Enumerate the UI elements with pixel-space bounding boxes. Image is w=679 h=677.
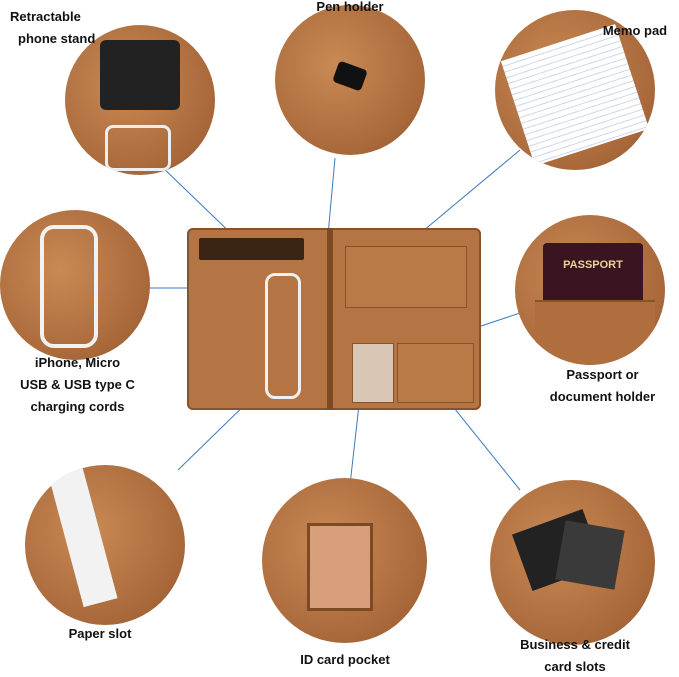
passport-holder-image: PASSPORT — [515, 215, 665, 365]
label-line: USB & USB type C — [20, 377, 135, 392]
label-line: phone stand — [18, 31, 96, 46]
label-paper-slot: Paper slot — [68, 626, 132, 641]
label-phone-stand: Retractable phone stand — [10, 6, 110, 50]
label-passport-holder: Passport or document holder — [530, 364, 675, 408]
paper-slot-image — [25, 465, 185, 625]
memo-pad-image — [495, 10, 655, 170]
pen-holder-image — [275, 5, 425, 155]
label-line: charging cords — [30, 399, 125, 414]
padfolio-image — [187, 228, 481, 410]
phone-stand-image — [65, 25, 215, 175]
label-line: document holder — [549, 389, 656, 404]
id-card-pocket-image — [262, 478, 427, 643]
passport-text: PASSPORT — [563, 259, 623, 271]
label-memo-pad: Memo pad — [602, 23, 668, 38]
label-line: card slots — [544, 659, 606, 674]
label-line: iPhone, Micro — [34, 355, 121, 370]
label-line: Retractable — [10, 9, 81, 24]
label-pen-holder: Pen holder — [316, 0, 384, 14]
label-line: Business & credit — [520, 637, 630, 652]
label-line: Passport or — [566, 367, 639, 382]
label-id-card: ID card pocket — [300, 652, 390, 667]
label-charging-cords: iPhone, Micro USB & USB type C charging … — [5, 352, 150, 418]
label-card-slots: Business & credit card slots — [500, 634, 650, 677]
charging-cords-image — [0, 210, 150, 360]
card-slots-image — [490, 480, 655, 645]
